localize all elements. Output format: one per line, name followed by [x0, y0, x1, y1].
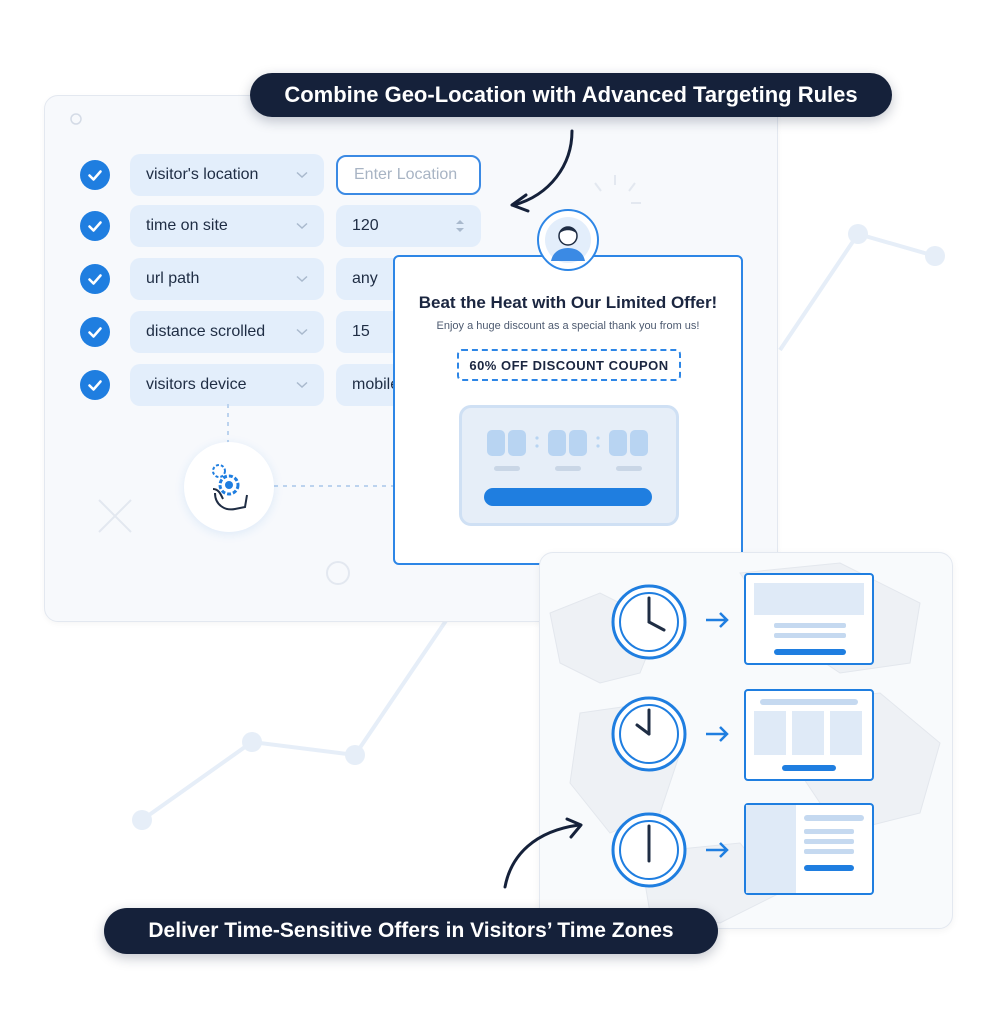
- scroll-value: 15: [352, 323, 370, 340]
- chevron-down-icon: [296, 171, 308, 179]
- chevron-down-icon: [296, 381, 308, 389]
- connector-lines: [227, 404, 395, 487]
- time-value: 120: [352, 217, 379, 234]
- coupon-code[interactable]: 60% OFF DISCOUNT COUPON: [457, 349, 681, 381]
- layout-card-columns: [744, 689, 874, 781]
- curved-arrow-icon: [503, 817, 583, 889]
- arrow-right-icon: [706, 612, 729, 628]
- chevron-down-icon: [296, 222, 308, 230]
- condition-label: time on site: [146, 217, 228, 234]
- condition-select[interactable]: url path: [130, 258, 324, 300]
- time-value-field[interactable]: 120: [336, 205, 481, 247]
- window-dot-icon: [70, 113, 82, 125]
- condition-label: distance scrolled: [146, 323, 266, 340]
- arrow-right-icon: [706, 726, 729, 742]
- condition-select[interactable]: visitors device: [130, 364, 324, 406]
- rule-row-device: visitors device mobile: [80, 364, 481, 406]
- layout-card-banner: [744, 573, 874, 665]
- headline-bottom: Deliver Time-Sensitive Offers in Visitor…: [104, 908, 718, 954]
- check-icon[interactable]: [80, 317, 110, 347]
- condition-select[interactable]: time on site: [130, 205, 324, 247]
- popup-subtitle: Enjoy a huge discount as a special thank…: [436, 320, 700, 332]
- popup-title: Beat the Heat with Our Limited Offer!: [418, 293, 718, 312]
- condition-select[interactable]: visitor's location: [130, 154, 324, 196]
- check-icon[interactable]: [80, 160, 110, 190]
- check-icon[interactable]: [80, 264, 110, 294]
- user-avatar-icon: [537, 209, 599, 271]
- headline-top: Combine Geo-Location with Advanced Targe…: [250, 73, 892, 117]
- cross-decoration-icon: [98, 499, 132, 533]
- arrow-right-icon: [706, 842, 729, 858]
- chevron-down-icon: [296, 328, 308, 336]
- clock-icon: [611, 584, 687, 660]
- clock-icon: [611, 696, 687, 772]
- condition-label: url path: [146, 270, 200, 287]
- sparkle-decoration-icon: [594, 175, 641, 204]
- condition-select[interactable]: distance scrolled: [130, 311, 324, 353]
- gear-hand-icon: [212, 464, 248, 511]
- check-icon[interactable]: [80, 211, 110, 241]
- rule-row-time: time on site 120: [80, 205, 481, 247]
- cta-bar: [484, 488, 652, 506]
- circle-decoration-icon: [326, 561, 350, 585]
- automation-badge: [184, 442, 274, 532]
- condition-label: visitors device: [146, 376, 247, 393]
- timezone-map-panel: [539, 552, 953, 929]
- device-value: mobile: [352, 376, 400, 393]
- chevron-down-icon: [296, 275, 308, 283]
- layout-card-sidebar: [744, 803, 874, 895]
- curved-arrow-icon: [510, 129, 574, 213]
- clock-icon: [611, 812, 687, 888]
- offer-popup: Beat the Heat with Our Limited Offer! En…: [393, 255, 743, 565]
- countdown-timer: [459, 405, 679, 526]
- url-value: any: [352, 270, 378, 287]
- timer-digits: [484, 430, 652, 506]
- check-icon[interactable]: [80, 370, 110, 400]
- stepper-icon[interactable]: [455, 218, 465, 234]
- condition-label: visitor's location: [146, 166, 259, 183]
- location-input[interactable]: [336, 155, 481, 195]
- rule-row-location: visitor's location: [80, 154, 481, 196]
